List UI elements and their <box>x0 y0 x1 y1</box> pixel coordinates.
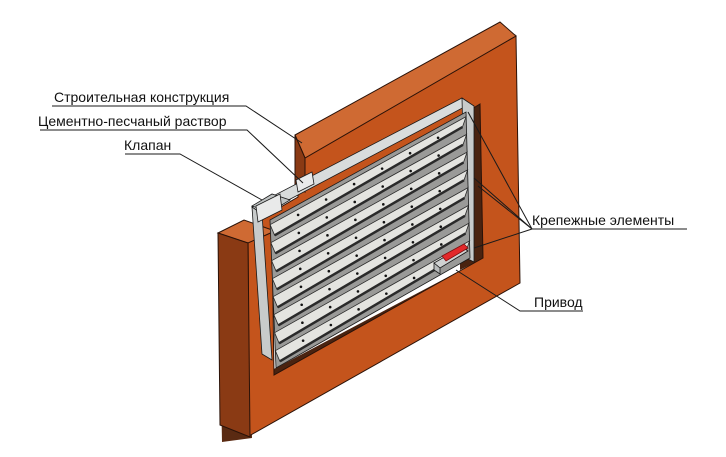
rivet-dot <box>409 169 412 173</box>
damper-blade-edge <box>278 232 467 345</box>
rivet-dot <box>385 292 388 295</box>
rivet-dot <box>354 218 357 222</box>
leader-valve <box>125 153 263 201</box>
rivet-dot <box>381 185 384 188</box>
label-valve: Клапан <box>124 137 171 153</box>
rivet-dot <box>437 154 440 157</box>
rivet-dot <box>328 305 332 309</box>
rivet-dot <box>356 272 359 275</box>
rivet-dot <box>408 151 412 155</box>
leader-fastener-1 <box>467 111 533 230</box>
leader-fastener-4 <box>473 228 533 249</box>
rivet-dot <box>412 258 415 262</box>
damper-blade-edge <box>277 214 466 327</box>
rivet-dot <box>437 172 441 175</box>
actuator <box>433 243 469 275</box>
damper-blade-edge <box>276 179 465 291</box>
damper-inner-back <box>269 111 471 369</box>
label-mortar: Цементно-песчаный раствор <box>38 113 227 129</box>
rivet-dot <box>300 303 303 307</box>
rivet-dot <box>438 207 442 211</box>
damper-blades <box>269 115 471 363</box>
label-drive: Привод <box>534 294 583 310</box>
rivet-dot <box>354 236 358 240</box>
rivet-dot <box>439 243 443 246</box>
leader-fastener-2 <box>473 177 533 230</box>
rivet-dot <box>439 225 443 228</box>
mounting-block <box>255 193 283 223</box>
rivet-dot <box>436 136 440 140</box>
label-structure: Строительная конструкция <box>54 89 229 105</box>
rivet-dot <box>298 267 302 271</box>
rivet-dot <box>411 241 415 244</box>
rivet-dot <box>356 290 360 293</box>
leader-lines <box>40 105 687 312</box>
mounting-block-plate <box>295 171 315 193</box>
rivet-dot <box>327 269 331 273</box>
rivet-dot <box>383 256 387 260</box>
leader-structure <box>52 105 303 144</box>
fastener-rivets <box>296 136 444 342</box>
rivet-dot <box>380 167 384 170</box>
rivet-dot <box>410 205 414 208</box>
rivet-dot <box>384 274 388 278</box>
rivet-dot <box>438 189 441 193</box>
rivet-dot <box>382 203 385 206</box>
leader-mortar <box>40 129 304 184</box>
leader-drive <box>455 269 583 312</box>
rivet-dot <box>383 238 386 242</box>
damper <box>251 97 475 369</box>
label-fasteners: Крепежные элементы <box>532 212 674 228</box>
rivet-dot <box>355 254 358 257</box>
actuator-red-body <box>441 243 469 262</box>
rivet-dot <box>297 231 301 235</box>
wall <box>216 21 521 442</box>
rivet-dot <box>325 216 329 219</box>
rivet-dot <box>409 187 413 191</box>
rivet-dot <box>412 276 416 280</box>
labels: Строительная конструкция Цементно-песчан… <box>38 89 674 310</box>
rivet-dot <box>382 220 386 224</box>
rivet-dot <box>329 323 333 327</box>
damper-blade-edge <box>274 143 464 255</box>
damper-blade-edge <box>277 197 466 309</box>
damper-blade-edge <box>274 126 464 237</box>
rivet-dot <box>326 251 330 255</box>
damper-blade-edge <box>275 161 465 273</box>
rivet-dot <box>301 321 304 325</box>
rivet-dot <box>328 287 331 291</box>
wall-left-side <box>217 232 251 438</box>
rivet-dot <box>298 249 301 253</box>
rivet-dot <box>296 213 300 217</box>
actuator-housing-front <box>433 262 441 275</box>
rivet-dot <box>352 182 356 186</box>
rivet-dot <box>411 223 414 226</box>
rivet-dot <box>357 308 360 311</box>
rivet-dot <box>299 285 303 289</box>
rivet-dot <box>353 200 357 204</box>
leader-fastener-3 <box>477 185 533 230</box>
rivet-dot <box>326 234 329 237</box>
rivet-dot <box>324 198 328 201</box>
rivet-dot <box>301 339 305 342</box>
